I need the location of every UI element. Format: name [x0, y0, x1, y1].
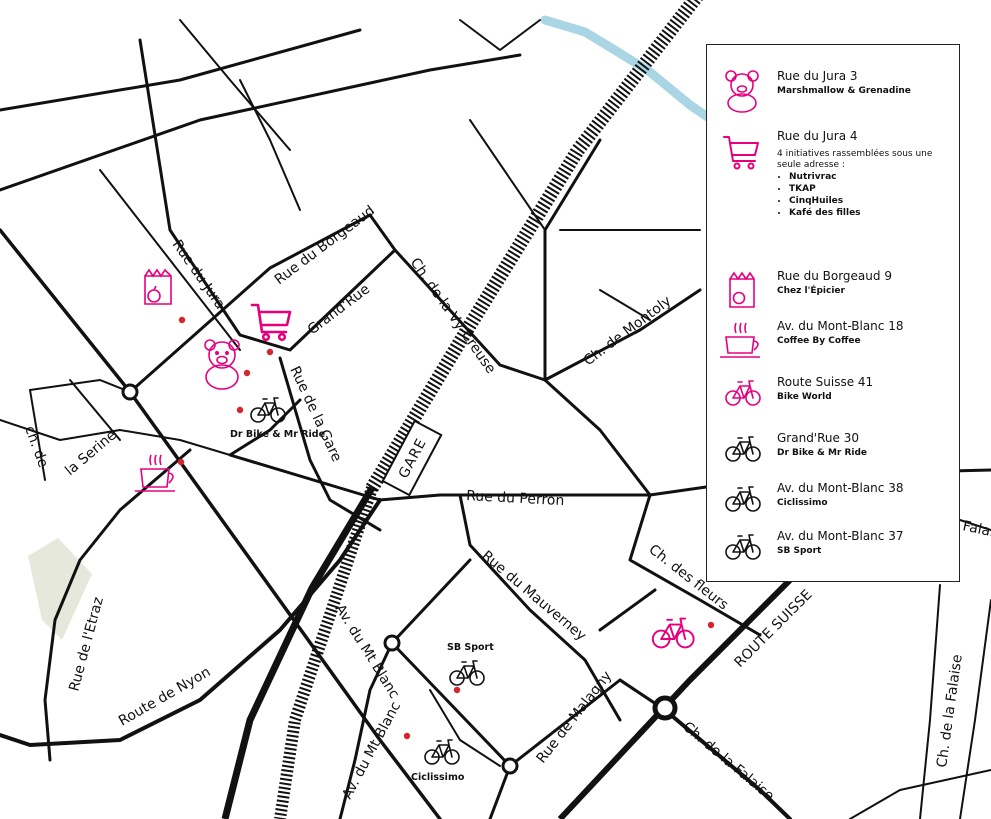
street-label-rue-du-mauverney: Rue du Mauverney — [478, 548, 589, 644]
bicycle-icon-bike-world — [651, 617, 695, 649]
bicycle-icon — [725, 380, 761, 406]
poi-dot-ciclissimo — [403, 732, 411, 740]
legend-description: 4 initiatives rassemblées sous une seule… — [777, 149, 933, 170]
legend-bullet: TKAP — [789, 183, 861, 195]
street-label-grand-rue: Grand'Rue — [305, 281, 373, 338]
grocery-bag-icon — [144, 268, 172, 305]
map-label-ciclissimo: Ciclissimo — [411, 772, 465, 783]
legend-name: SB Sport — [777, 546, 822, 556]
map-pois: Dr Bike & Mr Ride SB Sport Ciclissimo — [135, 268, 715, 783]
poi-dot-dr-bike — [236, 406, 244, 414]
street-label-av-du-mt-blanc-2: Av. du Mt Blanc — [339, 699, 404, 802]
poi-dot-coffee — [177, 458, 185, 466]
poi-dot-sb-sport — [453, 686, 461, 694]
street-label-ch-de-la-falaise: Ch. de la Falaise — [679, 719, 777, 805]
legend-name: Marshmallow & Grenadine — [777, 86, 911, 96]
legend-bullet: CinqHuiles — [789, 195, 861, 207]
grocery-bag-icon — [729, 271, 755, 308]
street-label-ch-de-montoly: Ch. de Montoly — [581, 293, 675, 369]
street-label-ch-de-la-falaise-vertical: Ch. de la Falaise — [934, 653, 966, 768]
legend-bullet: Nutrivrac — [789, 171, 861, 183]
legend-address: Rue du Borgeaud 9 — [777, 269, 892, 283]
street-label-ch-de: ch. de — [21, 424, 51, 470]
street-label-rue-du-jura: Rue du Jura — [169, 237, 228, 312]
station-box: GARE — [381, 419, 443, 497]
legend-name: Bike World — [777, 392, 832, 402]
poi-dot-grocery — [178, 316, 186, 324]
bicycle-icon — [725, 486, 761, 512]
legend-address: Rue du Jura 3 — [777, 69, 858, 83]
bicycle-icon — [725, 436, 761, 462]
legend-address: Av. du Mont-Blanc 18 — [777, 319, 904, 333]
poi-dot-bike-world — [707, 621, 715, 629]
legend-bullet-list: Nutrivrac TKAP CinqHuiles Kafé des fille… — [777, 171, 861, 219]
coffee-cup-icon — [720, 322, 760, 358]
street-label-rue-de-malagny: Rue de Malagny — [534, 668, 616, 766]
road-network — [0, 19, 991, 819]
street-label-ch-de-la-vy-creuse: Ch. de la Vy-Creuse — [407, 255, 499, 377]
street-label-falaise-edge: Falaise — [961, 518, 991, 544]
legend-address: Av. du Mont-Blanc 37 — [777, 529, 904, 543]
roundabouts — [121, 383, 678, 775]
map-label-sb-sport: SB Sport — [447, 642, 494, 653]
park-area — [28, 538, 92, 640]
teddy-bear-icon — [725, 70, 759, 113]
poi-dot-cart — [266, 348, 274, 356]
bicycle-icon-sb-sport — [449, 660, 485, 686]
legend-bullet: Kafé des filles — [789, 207, 861, 219]
shopping-cart-icon — [250, 303, 292, 342]
river — [540, 15, 717, 125]
legend-name: Chez l'Épicier — [777, 286, 845, 296]
teddy-bear-icon — [204, 339, 240, 390]
poi-dot-teddy — [243, 369, 251, 377]
legend-panel: Rue du Jura 3 Marshmallow & Grenadine Ru… — [706, 44, 960, 582]
coffee-cup-icon — [135, 454, 175, 492]
legend-address: Grand'Rue 30 — [777, 431, 859, 445]
bicycle-icon-ciclissimo — [424, 739, 460, 765]
legend-address: Av. du Mont-Blanc 38 — [777, 481, 904, 495]
legend-name: Dr Bike & Mr Ride — [777, 448, 868, 458]
street-label-rue-du-perron: Rue du Perron — [466, 488, 565, 509]
legend-name: Ciclissimo — [777, 498, 828, 508]
street-label-rue-du-borgeaud: Rue du Borgeaud — [272, 203, 378, 288]
shopping-cart-icon — [723, 136, 759, 170]
legend-address: Route Suisse 41 — [777, 375, 874, 389]
map-label-dr-bike: Dr Bike & Mr Ride — [230, 429, 325, 440]
legend-address: Rue du Jura 4 — [777, 129, 858, 143]
bicycle-icon — [725, 534, 761, 560]
legend-name: Coffee By Coffee — [777, 336, 861, 346]
